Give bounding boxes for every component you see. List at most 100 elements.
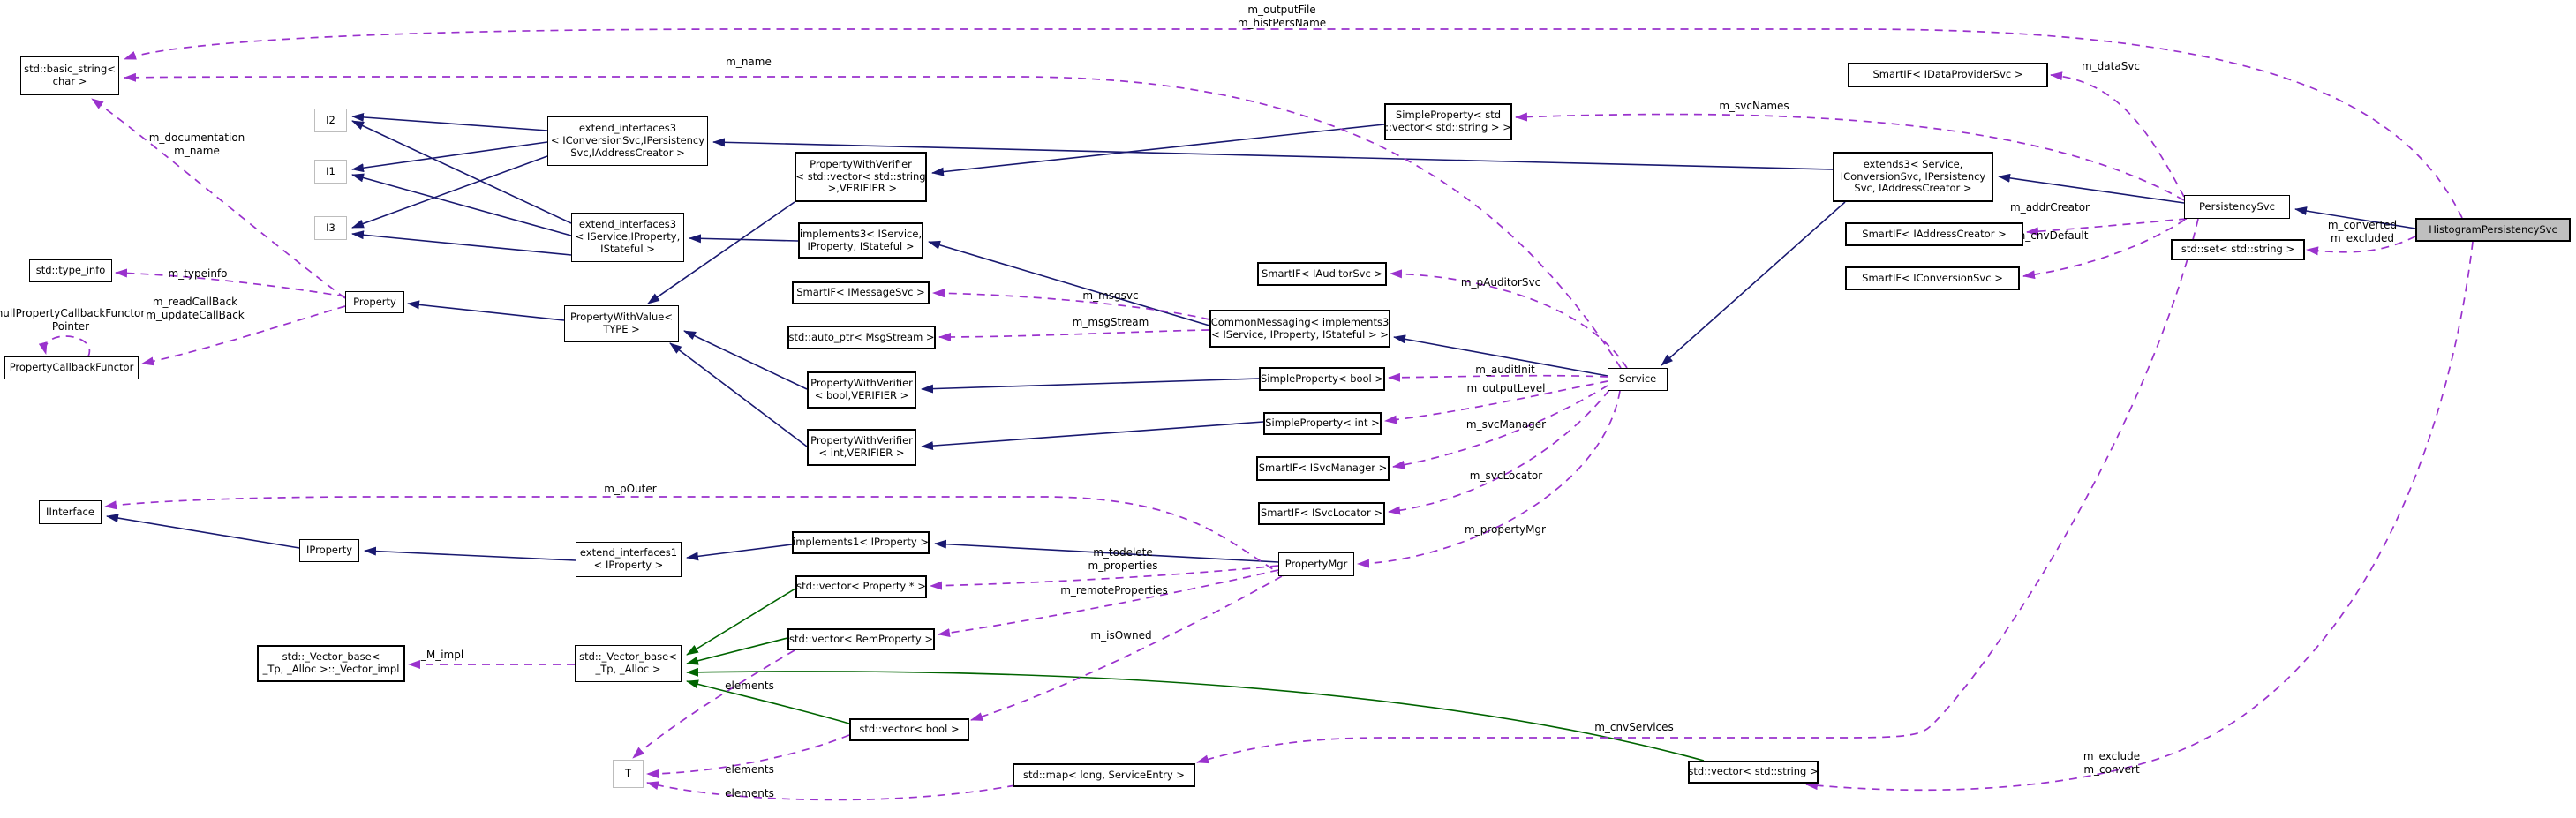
edge-vecbool-to-t bbox=[646, 734, 850, 778]
class-node-i2[interactable]: I2 bbox=[314, 109, 347, 132]
edge-vecpropptr-to-vectorbase bbox=[686, 588, 796, 656]
class-node-smartif-iaddresscreator[interactable]: SmartIF< IAddressCreator > bbox=[1845, 222, 2023, 246]
edge-property-to-callback bbox=[141, 305, 346, 366]
edge-simpleint-to-pwvint bbox=[921, 421, 1264, 451]
edge-commonmessaging-to-impl3 bbox=[928, 240, 1210, 326]
class-node-smartif-iconversionsvc[interactable]: SmartIF< IConversionSvc > bbox=[1845, 266, 2020, 290]
edge-service-to-simplebool bbox=[1388, 372, 1608, 382]
edge-commonmsg-to-imessagesvc bbox=[932, 289, 1210, 320]
edge-extends3-to-ext3conv bbox=[712, 138, 1834, 170]
class-node-extends3[interactable]: extends3< Service, IConversionSvc, IPers… bbox=[1833, 152, 1993, 202]
edge-service-to-commonmessaging bbox=[1393, 334, 1608, 377]
class-node-histogrampersistencysvc[interactable]: HistogramPersistencySvc bbox=[2415, 218, 2571, 242]
class-node-persistencysvc[interactable]: PersistencySvc bbox=[2184, 195, 2290, 219]
edge-extends3-to-service bbox=[1661, 201, 1846, 366]
class-node-set-string[interactable]: std::set< std::string > bbox=[2171, 239, 2305, 260]
edge-property-to-basicstring bbox=[91, 98, 346, 299]
class-node-pwv-int[interactable]: PropertyWithVerifier < int,VERIFIER > bbox=[807, 429, 916, 466]
edge-vecstring-to-vectorbase bbox=[686, 667, 1705, 762]
edge-vecremprop-to-t bbox=[632, 649, 795, 759]
class-node-vector-base[interactable]: std::_Vector_base< _Tp, _Alloc > bbox=[575, 645, 682, 682]
class-node-basic-string[interactable]: std::basic_string< char > bbox=[20, 56, 119, 95]
class-node-property[interactable]: Property bbox=[345, 291, 404, 313]
edge-service-to-isvcmanager bbox=[1392, 385, 1608, 469]
edge-persist-to-dataprovider bbox=[2050, 71, 2185, 198]
edge-vecbool-to-vectorbase bbox=[686, 679, 850, 724]
edge-ext3svc-to-i3 bbox=[351, 230, 572, 256]
edge-ext3svc-to-i1 bbox=[351, 173, 572, 236]
edge-simplevec-to-pwvvec bbox=[931, 124, 1385, 176]
edge-ext1-to-iproperty bbox=[364, 546, 576, 561]
class-node-commonmessaging[interactable]: CommonMessaging< implements3 < IService,… bbox=[1209, 310, 1390, 348]
edge-propertymgr-to-vecpropptr bbox=[930, 565, 1279, 590]
edge-persistencysvc-to-extends3 bbox=[1998, 173, 2185, 204]
class-node-simpleproperty-bool[interactable]: SimpleProperty< bool > bbox=[1259, 367, 1385, 391]
class-node-simpleproperty-int[interactable]: SimpleProperty< int > bbox=[1263, 412, 1382, 435]
class-node-t-param[interactable]: T bbox=[613, 760, 644, 788]
edge-service-to-propertymgr bbox=[1357, 390, 1621, 568]
edge-service-to-isvclocator bbox=[1388, 389, 1610, 515]
edge-persist-to-addrcreator bbox=[2026, 218, 2188, 236]
class-node-smartif-idataprovidersvc[interactable]: SmartIF< IDataProviderSvc > bbox=[1848, 63, 2048, 87]
edge-hist-to-vecstring bbox=[1805, 241, 2474, 792]
class-node-i1[interactable]: I1 bbox=[314, 160, 347, 184]
class-node-smartif-isvclocator[interactable]: SmartIF< ISvcLocator > bbox=[1258, 502, 1385, 525]
edge-impl3-to-ext3svc bbox=[689, 234, 799, 244]
class-node-extend-interfaces1[interactable]: extend_interfaces1 < IProperty > bbox=[576, 542, 682, 577]
edge-service-to-iauditorsvc bbox=[1390, 269, 1628, 369]
edge-persist-to-map bbox=[1196, 218, 2199, 764]
class-node-vector-impl[interactable]: std::_Vector_base< _Tp, _Alloc >::_Vecto… bbox=[257, 645, 405, 682]
class-node-map-long-serviceentry[interactable]: std::map< long, ServiceEntry > bbox=[1013, 763, 1195, 787]
class-node-i3[interactable]: I3 bbox=[314, 216, 347, 240]
edge-propertymgr-to-vecbool bbox=[970, 575, 1283, 721]
class-node-smartif-iauditorsvc[interactable]: SmartIF< IAuditorSvc > bbox=[1257, 262, 1387, 286]
edge-persist-to-simplevec bbox=[1515, 112, 2185, 201]
edge-ext3conv-to-i2 bbox=[351, 112, 548, 131]
class-node-propertymgr[interactable]: PropertyMgr bbox=[1278, 552, 1354, 576]
class-node-smartif-imessagesvc[interactable]: SmartIF< IMessageSvc > bbox=[792, 281, 930, 304]
class-node-implements1[interactable]: implements1< IProperty > bbox=[792, 531, 930, 554]
class-node-propertywithvalue[interactable]: PropertyWithValue< TYPE > bbox=[564, 305, 679, 342]
edge-map-to-t bbox=[646, 781, 1016, 801]
class-node-smartif-isvcmanager[interactable]: SmartIF< ISvcManager > bbox=[1256, 456, 1390, 481]
class-node-iproperty[interactable]: IProperty bbox=[299, 539, 359, 562]
edge-service-to-simpleint bbox=[1384, 380, 1608, 424]
class-node-vector-string[interactable]: std::vector< std::string > bbox=[1688, 761, 1819, 784]
class-node-vector-property-ptr[interactable]: std::vector< Property * > bbox=[795, 575, 927, 598]
edge-ext3conv-to-i1 bbox=[351, 141, 548, 173]
class-node-extend-interfaces3-conv[interactable]: extend_interfaces3 < IConversionSvc,IPer… bbox=[547, 116, 708, 166]
edge-hist-to-setstring bbox=[2306, 236, 2416, 256]
edge-commonmsg-to-autoptr bbox=[938, 329, 1210, 341]
class-node-implements3[interactable]: implements3< IService, IProperty, IState… bbox=[798, 222, 923, 259]
class-node-service[interactable]: Service bbox=[1608, 368, 1668, 391]
edge-property-to-typeinfo bbox=[115, 268, 346, 297]
class-node-iinterface[interactable]: IInterface bbox=[39, 500, 102, 524]
edge-vecremprop-to-vectorbase bbox=[686, 637, 788, 665]
edge-hist-to-persistencysvc bbox=[2294, 206, 2416, 229]
class-node-simpleproperty-vector[interactable]: SimpleProperty< std ::vector< std::strin… bbox=[1384, 103, 1512, 140]
class-node-pwv-bool[interactable]: PropertyWithVerifier < bool,VERIFIER > bbox=[807, 371, 916, 409]
edge-pwvvec-to-pwvalue bbox=[647, 201, 795, 304]
edge-ext3conv-to-i3 bbox=[351, 155, 548, 229]
edge-pwvbool-to-pwvalue bbox=[683, 330, 808, 390]
edge-ext3svc-to-i2 bbox=[351, 120, 572, 224]
class-node-extend-interfaces3-svc[interactable]: extend_interfaces3 < IService,IProperty,… bbox=[571, 213, 684, 262]
edge-propertymgr-to-iinterface bbox=[104, 496, 1285, 577]
edge-simplebool-to-pwvbool bbox=[921, 378, 1260, 394]
class-node-pwv-vector-string[interactable]: PropertyWithVerifier < std::vector< std:… bbox=[795, 152, 927, 202]
edge-propertymgr-to-vecremprop bbox=[938, 569, 1279, 638]
class-node-type-info[interactable]: std::type_info bbox=[29, 259, 112, 282]
class-node-auto-ptr-msgstream[interactable]: std::auto_ptr< MsgStream > bbox=[787, 326, 936, 349]
edge-propertymgr-to-impl1 bbox=[934, 539, 1279, 563]
edge-persist-to-cnvdefault bbox=[2022, 219, 2186, 280]
class-node-propertycallbackfunctor[interactable]: PropertyCallbackFunctor bbox=[4, 356, 139, 379]
class-node-vector-bool[interactable]: std::vector< bool > bbox=[849, 718, 969, 741]
edge-impl1-to-ext1 bbox=[686, 544, 793, 561]
class-node-vector-remproperty[interactable]: std::vector< RemProperty > bbox=[787, 628, 935, 650]
edge-callback-self-loop bbox=[38, 335, 91, 357]
edge-pwvint-to-pwvalue bbox=[669, 342, 808, 447]
edge-hist-to-basicstring bbox=[124, 28, 2463, 219]
edge-iproperty-to-iinterface bbox=[106, 514, 300, 549]
